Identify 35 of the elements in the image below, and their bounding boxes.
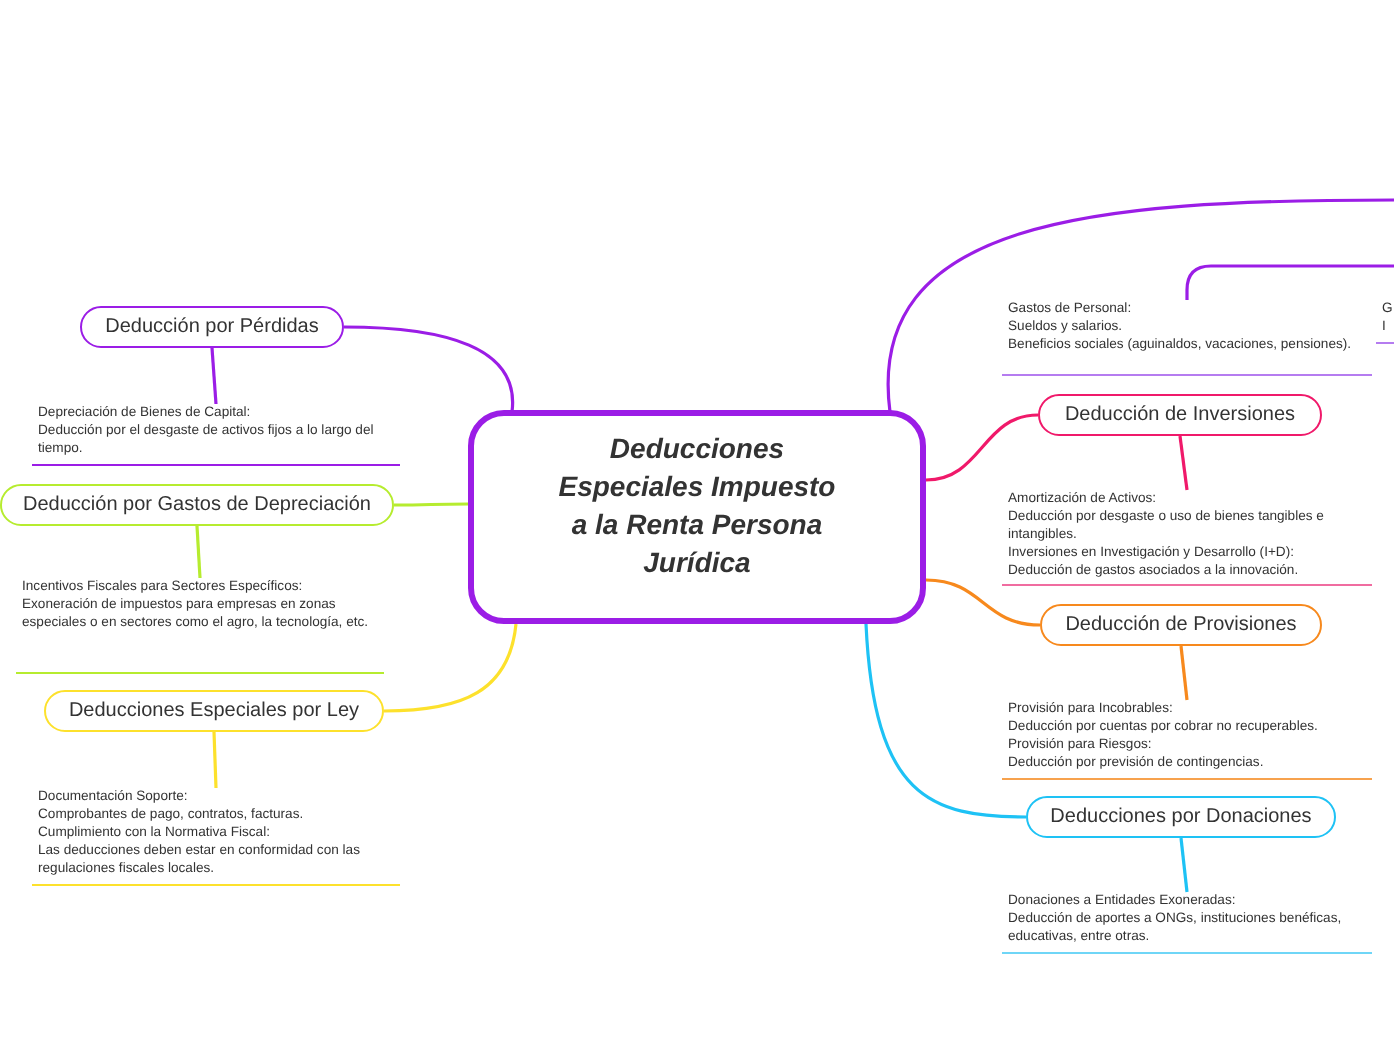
connector-line bbox=[864, 623, 1027, 819]
topic-pill bbox=[80, 306, 344, 348]
connector-line bbox=[212, 731, 218, 789]
connector-line bbox=[887, 198, 1394, 413]
connector-line bbox=[1185, 264, 1394, 300]
connector-line bbox=[394, 502, 468, 507]
note-text-block bbox=[32, 788, 400, 886]
connector-line bbox=[343, 325, 514, 413]
note-text-block bbox=[16, 578, 384, 674]
connector-line bbox=[383, 623, 518, 713]
connector-line bbox=[925, 413, 1039, 482]
topic-label: Deducción por Pérdidas bbox=[105, 314, 319, 342]
central-topic-title: Deducciones Especiales Impuesto a la Renta Persona Jurídica bbox=[556, 430, 838, 582]
topic-pill bbox=[1038, 394, 1322, 436]
topic-pill bbox=[1026, 796, 1336, 838]
topic-label: Deducciones por Donaciones bbox=[1050, 804, 1312, 832]
connector-line bbox=[210, 347, 218, 405]
topic-pill bbox=[44, 690, 384, 732]
topic-label: Deducción de Inversiones bbox=[1064, 402, 1296, 430]
connector-line bbox=[925, 578, 1041, 627]
note-text-block bbox=[1002, 490, 1372, 586]
topic-label: Deducciones Especiales por Ley bbox=[68, 698, 360, 726]
note-text-block bbox=[1002, 892, 1372, 954]
topic-label: Deducción por Gastos de Depreciación bbox=[23, 492, 371, 520]
note-text-block bbox=[32, 404, 400, 466]
topic-pill bbox=[0, 484, 394, 526]
topic-pill bbox=[1040, 604, 1322, 646]
connector-line bbox=[195, 525, 202, 579]
topic-label: Deducción de Provisiones bbox=[1065, 612, 1297, 640]
note-text-block bbox=[1002, 700, 1372, 780]
connector-line bbox=[1178, 435, 1189, 491]
connector-line bbox=[1179, 645, 1189, 701]
note-text-block bbox=[1002, 300, 1372, 376]
connector-line bbox=[1179, 837, 1189, 893]
central-topic-box bbox=[468, 410, 926, 624]
